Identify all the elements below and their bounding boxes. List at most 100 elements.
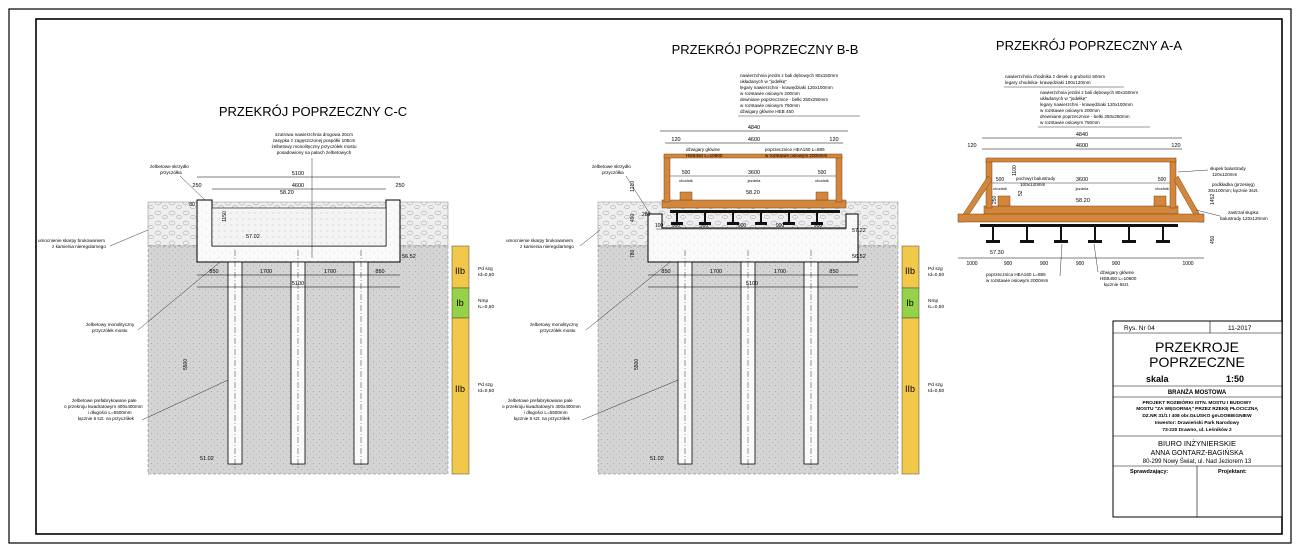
steel-girders bbox=[670, 210, 840, 225]
label-bb-elev-bottom: 51.02 bbox=[650, 456, 664, 462]
label-aa-dim-120b: 120 bbox=[1171, 143, 1180, 149]
label-soil-note-top-1: Pd szg bbox=[478, 266, 493, 272]
label-bb-n-przyczolek-1: żelbetowy monolityczny bbox=[530, 322, 579, 327]
label-title-block-branza: BRANŻA MOSTOWA bbox=[1168, 389, 1227, 396]
steel-girders-aa bbox=[980, 224, 1178, 243]
label-bb-dim-490: 490 bbox=[630, 213, 636, 222]
label-bb-n-top-1: nawierzchnia jezdni z bali dębowych 80x1… bbox=[740, 73, 838, 78]
label-cc-elev-bottom: 51.02 bbox=[200, 456, 214, 462]
label-bb-dim-120a: 120 bbox=[671, 137, 680, 143]
label-aa-n-dzw-2: HEB450 L=10600 bbox=[1100, 276, 1137, 281]
label-title-block-projektant: Projektant: bbox=[1218, 469, 1247, 475]
label-cc-n-nawierzchnia-1: szutrowa nawierzchnia drogowa 20cm bbox=[275, 132, 353, 137]
label-bb-dim-4840: 4840 bbox=[748, 125, 760, 131]
label-cc-n-nawierzchnia-4: posadowiony na palach żelbetowych bbox=[277, 150, 352, 155]
label-bb-elev-right: 57.22 bbox=[852, 228, 866, 234]
outer-frame bbox=[8, 8, 1292, 544]
label-title-block-skala-value: 1:50 bbox=[1226, 374, 1244, 384]
label-bb-elev-mid: 56.52 bbox=[852, 254, 866, 260]
label-aa-dim-500a: 500 bbox=[996, 177, 1005, 183]
label-aa-n-jezdnia-2: układanych w "jodełkę" bbox=[1040, 96, 1087, 101]
label-bb-n-poprz-1: poprzecznice HEA160 L=885 bbox=[765, 147, 825, 152]
label-bb-dim-500a: 500 bbox=[682, 170, 691, 176]
label-soil-note-top-2: Id=0,50 bbox=[478, 272, 494, 278]
label-soil-note-top-2: Id=0,50 bbox=[928, 272, 944, 278]
label-aa-sp-900c: 900 bbox=[1076, 261, 1085, 267]
section-cc: PRZEKRÓJ POPRZECZNY C-C 5100 4600 250 25… bbox=[38, 104, 449, 475]
label-cc-sp-total: 5100 bbox=[292, 281, 304, 287]
label-bb-sp-1700a: 1700 bbox=[710, 269, 722, 275]
label-cc-n-nawierzchnia-2: zasypka z zagęszczonej pospółki 105cm bbox=[273, 138, 356, 143]
label-aa-sp-900b: 900 bbox=[1040, 261, 1049, 267]
section-cc-title: PRZEKRÓJ POPRZECZNY C-C bbox=[219, 104, 407, 119]
label-cc-dim-right: 250 bbox=[395, 183, 404, 189]
label-bb-n-pale-3: i długości L=5500mm bbox=[524, 410, 568, 415]
label-aa-dim-250: 250 bbox=[992, 195, 998, 204]
label-cc-elev-mid: 57.02 bbox=[246, 234, 260, 240]
label-title-block-proj-2: MOSTU "ZA WĘGORNIĄ" PRZEZ RZEKĘ PŁOCICZN… bbox=[1136, 406, 1258, 412]
label-soil-note-bot-2: Id=0,50 bbox=[478, 388, 494, 394]
label-cc-n-nawierzchnia-3: żelbetowy monolityczny przyczółek mostu bbox=[271, 144, 356, 149]
label-aa-sp-900d: 900 bbox=[1112, 261, 1121, 267]
label-title-block-biuro-2: ANNA GONTARZ-BAGIŃSKA bbox=[1151, 448, 1244, 457]
label-title-block-biuro-1: BIURO INŻYNIERSKIE bbox=[1158, 439, 1236, 448]
label-bb-sp-850a: 850 bbox=[661, 269, 670, 275]
label-aa-sp-900a: 900 bbox=[1004, 261, 1013, 267]
label-soil-note-bot-1: Pd szg bbox=[928, 382, 943, 388]
label-cc-sp-850b: 850 bbox=[375, 269, 384, 275]
label-title-block-rys: Rys. Nr 04 bbox=[1124, 325, 1155, 332]
label-bb-n-skrzydlo-2: przyczółka bbox=[602, 170, 624, 175]
label-aa-dim-52: 52 bbox=[1018, 190, 1024, 196]
label-bb-n-umocnienie-1: umocnienie skarpy brukowaniem bbox=[506, 238, 573, 243]
label-aa-n-poprz-2: w rozstawie osiowym 2000mm bbox=[986, 278, 1048, 283]
title-block: Rys. Nr 04 11-2017 PRZEKROJE POPRZECZNE … bbox=[1112, 320, 1283, 518]
label-soil-layer-mid: Ib bbox=[906, 298, 914, 308]
label-title-block-biuro-3: 80-299 Nowy Świat, ul. Nad Jeziorem 13 bbox=[1143, 457, 1252, 465]
label-bb-n-top-3: legary nawierzchni - krawędziaki 120x100… bbox=[740, 85, 833, 90]
label-cc-dim-inner: 4600 bbox=[292, 183, 304, 189]
section-aa-title: PRZEKRÓJ POPRZECZNY A-A bbox=[996, 38, 1182, 53]
label-soil-layer-top: IIb bbox=[905, 266, 915, 276]
label-cc-sp-850a: 850 bbox=[209, 269, 218, 275]
label-aa-n-top-2: legary chodnika- krawędziaki 100x120mm bbox=[1005, 80, 1091, 85]
label-aa-n-slupek-2: 120x120mm bbox=[1212, 172, 1237, 177]
label-bb-lbl-chodnik-a: chodnik bbox=[679, 178, 693, 183]
label-bb-n-pale-4: łącznie 6 szt. na przyczółek bbox=[514, 416, 571, 421]
label-aa-n-poprz-1: poprzecznica HEA160 L=885 bbox=[986, 272, 1046, 277]
label-bb-dim-500b: 500 bbox=[818, 170, 827, 176]
label-aa-n-jezdnia-5: drewniane poprzecznice - belki 250x250mm bbox=[1040, 114, 1130, 119]
timber-deck bbox=[661, 199, 847, 209]
cross-beam bbox=[957, 213, 1205, 223]
label-bb-n-pale-1: żelbetowe prefabrykowane pale bbox=[508, 398, 573, 403]
label-aa-dim-500b: 500 bbox=[1158, 177, 1167, 183]
label-cc-n-pale-4: łącznie 6 szt. na przyczółek bbox=[78, 416, 135, 421]
label-soil-note-bot-1: Pd szg bbox=[478, 382, 493, 388]
railing-post bbox=[835, 155, 843, 203]
label-bb-sp-900c: 900 bbox=[738, 223, 747, 229]
label-aa-dim-120a: 120 bbox=[967, 143, 976, 149]
label-cc-dim-top: 5100 bbox=[292, 171, 304, 177]
label-aa-elev-top: 58.20 bbox=[1076, 198, 1090, 204]
label-bb-n-top-7: dźwigary główne HEB 450 bbox=[740, 109, 794, 114]
label-cc-n-skrzydlo-1: żelbetowe skrzydło bbox=[150, 164, 189, 169]
label-soil-note-mid-2: IL=0,50 bbox=[478, 304, 494, 310]
label-cc-dim-left: 250 bbox=[192, 183, 201, 189]
label-cc-n-skrzydlo-2: przyczółka bbox=[160, 170, 182, 175]
label-bb-lbl-chodnik-b: chodnik bbox=[815, 178, 829, 183]
label-bb-sp-900d: 900 bbox=[776, 223, 785, 229]
label-aa-dim-4600: 4600 bbox=[1076, 143, 1088, 149]
timber-deck-aa bbox=[983, 205, 1179, 215]
label-bb-dim-280: 280 bbox=[642, 212, 651, 218]
label-bb-sp-900b: 900 bbox=[700, 223, 709, 229]
label-title-block-proj-3: DZ.NR 31/1 I 408 obr.GŁUSKO gm.DOBIEGNIE… bbox=[1142, 413, 1252, 419]
label-aa-sp-1000a: 1000 bbox=[966, 261, 977, 267]
label-aa-dim-450: 450 bbox=[1210, 235, 1216, 244]
label-cc-sp-1700a: 1700 bbox=[260, 269, 272, 275]
label-bb-lbl-jezdnia: jezdnia bbox=[747, 178, 761, 183]
label-bb-n-top-2: układanych w "jodełkę" bbox=[740, 79, 787, 84]
label-aa-n-podkladka-1: podkładka (przesięg) bbox=[1212, 182, 1255, 187]
label-bb-dim-3600: 3600 bbox=[748, 170, 760, 176]
label-aa-n-podkladka-2: 30x100mm; łącznie 3szt. bbox=[1208, 188, 1259, 193]
label-cc-pile-len: 5500 bbox=[183, 359, 189, 370]
